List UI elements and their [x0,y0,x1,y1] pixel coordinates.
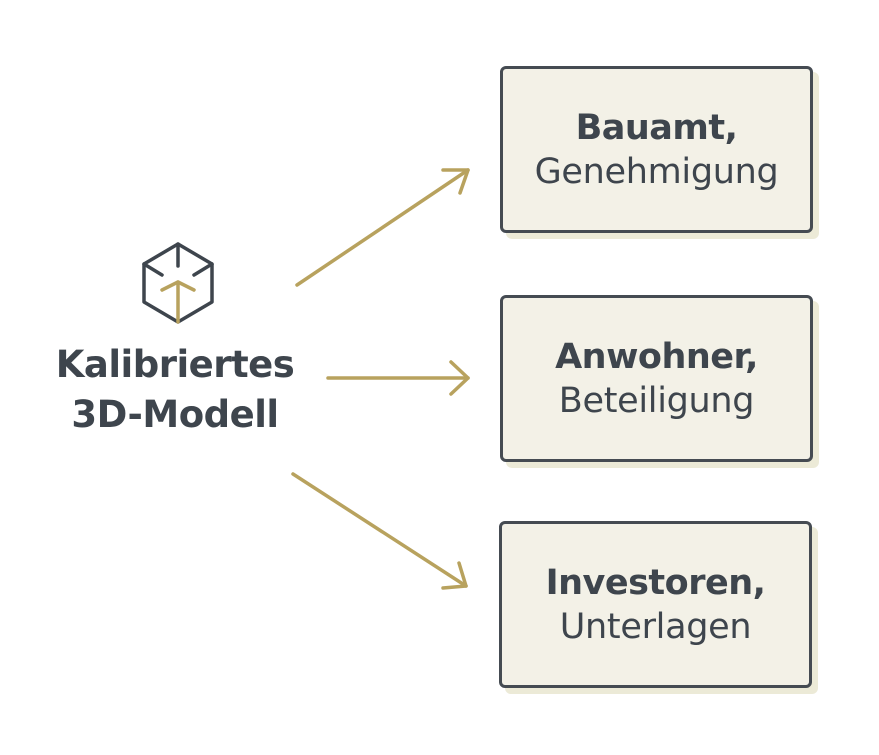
source-node: Kalibriertes 3D-Modell [40,240,310,440]
arrow-to-anwohner [326,360,470,396]
target-subtitle: Beteiligung [558,380,755,421]
source-label-line2: 3D-Modell [71,393,279,436]
target-box-anwohner: Anwohner, Beteiligung [500,295,813,462]
target-title: Bauamt, [575,107,738,148]
target-box-bauamt: Bauamt, Genehmigung [500,66,813,233]
target-subtitle: Genehmigung [534,151,779,192]
target-title: Investoren, [545,562,766,603]
source-label: Kalibriertes 3D-Modell [40,340,310,440]
target-subtitle: Unterlagen [559,606,752,647]
arrow-to-investoren [291,472,468,590]
source-label-line1: Kalibriertes [55,343,295,386]
arrow-to-bauamt [295,168,470,287]
target-title: Anwohner, [555,336,758,377]
cube-icon [142,242,214,324]
target-box-investoren: Investoren, Unterlagen [499,521,812,688]
